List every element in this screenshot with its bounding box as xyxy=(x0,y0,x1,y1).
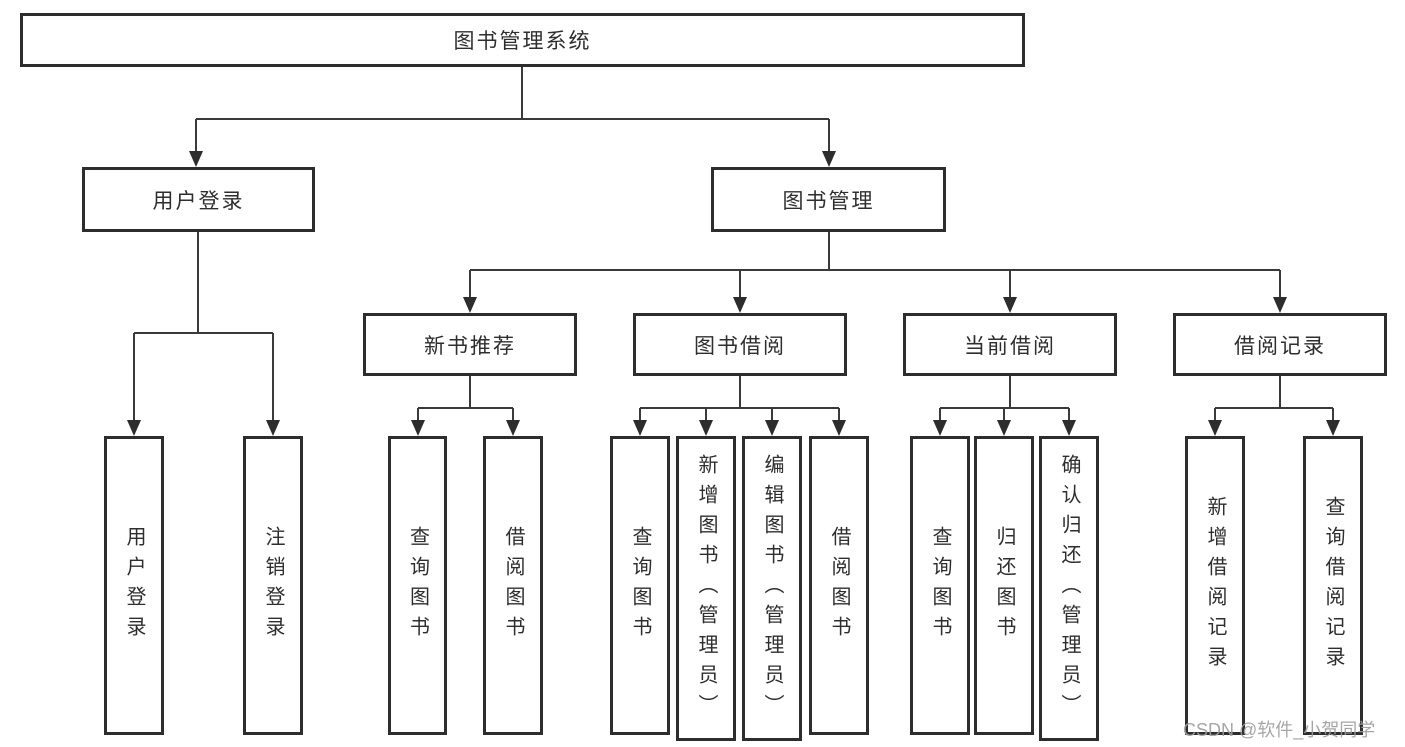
leaf-label: 新增图书（管理员） xyxy=(695,453,717,724)
csdn-watermark: CSDN @软件_小贺同学 xyxy=(1183,720,1376,740)
leaf-add-books-admin: 新增图书（管理员） xyxy=(676,436,736,741)
leaf-edit-books-admin: 编辑图书（管理员） xyxy=(742,436,802,741)
node-book-borrow: 图书借阅 xyxy=(633,313,847,376)
connector-root-to-level2 xyxy=(189,67,836,167)
connector-user-login-to-leaves xyxy=(127,232,280,436)
leaf-label: 用户登录 xyxy=(123,525,145,646)
node-book-management-branch: 图书管理 xyxy=(711,167,946,232)
leaf-confirm-return-admin: 确认归还（管理员） xyxy=(1039,436,1099,741)
leaf-label: 查询借阅记录 xyxy=(1322,495,1344,676)
connector-borrow-records-to-leaves xyxy=(1208,376,1340,436)
node-label: 新书推荐 xyxy=(424,334,516,358)
leaf-label: 归还图书 xyxy=(993,525,1015,646)
leaf-label: 借阅图书 xyxy=(828,525,850,646)
node-user-login-branch: 用户登录 xyxy=(82,167,315,232)
node-label: 用户登录 xyxy=(152,189,245,213)
leaf-query-books-borrow: 查询图书 xyxy=(610,436,670,735)
node-label: 图书管理 xyxy=(782,189,875,213)
node-new-book-recommend: 新书推荐 xyxy=(363,313,577,376)
leaf-borrow-books: 借阅图书 xyxy=(809,436,869,735)
leaf-label: 查询图书 xyxy=(406,525,429,646)
leaf-label: 注销登录 xyxy=(262,525,284,646)
leaf-label: 查询图书 xyxy=(929,525,951,646)
leaf-query-books-recommend: 查询图书 xyxy=(388,436,447,735)
connector-new-book-recommend-to-leaves xyxy=(411,376,520,436)
connector-current-borrow-to-leaves xyxy=(933,376,1076,436)
leaf-label: 编辑图书（管理员） xyxy=(761,453,783,724)
node-label: 图书借阅 xyxy=(694,334,786,358)
leaf-user-login: 用户登录 xyxy=(104,436,164,735)
leaf-label: 借阅图书 xyxy=(502,525,524,646)
connector-book-management-to-level3 xyxy=(463,232,1287,313)
leaf-add-borrow-record: 新增借阅记录 xyxy=(1185,436,1245,735)
node-current-borrow: 当前借阅 xyxy=(903,313,1117,376)
node-borrow-records: 借阅记录 xyxy=(1173,313,1387,376)
leaf-logout: 注销登录 xyxy=(243,436,303,735)
leaf-query-books-current: 查询图书 xyxy=(910,436,970,735)
node-label: 当前借阅 xyxy=(964,334,1056,358)
leaf-label: 确认归还（管理员） xyxy=(1058,453,1080,724)
node-book-management-system: 图书管理系统 xyxy=(20,13,1025,67)
leaf-borrow-books-recommend: 借阅图书 xyxy=(483,436,543,735)
leaf-query-borrow-record: 查询借阅记录 xyxy=(1303,436,1363,735)
leaf-return-books: 归还图书 xyxy=(974,436,1034,735)
leaf-label: 查询图书 xyxy=(629,525,651,646)
connector-book-borrow-to-leaves xyxy=(633,376,846,436)
node-label: 图书管理系统 xyxy=(453,30,592,53)
leaf-label: 新增借阅记录 xyxy=(1204,495,1226,676)
node-label: 借阅记录 xyxy=(1234,334,1326,358)
